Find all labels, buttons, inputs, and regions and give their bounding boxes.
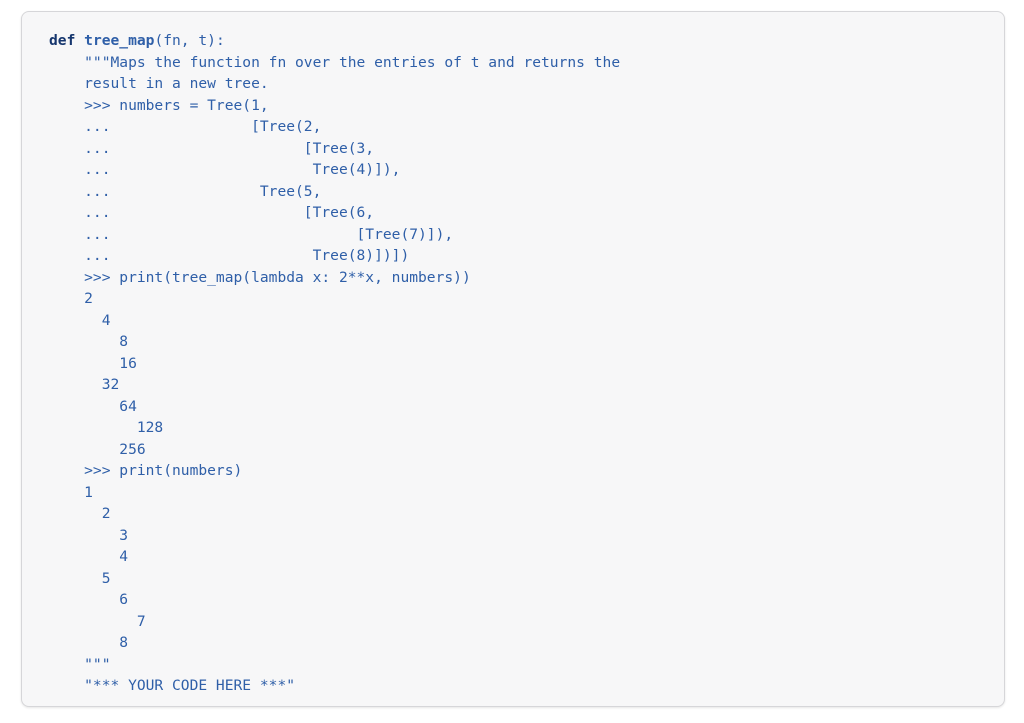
function-params: (fn, t): <box>154 32 225 49</box>
code-line: """Maps the function fn over the entries… <box>49 53 621 71</box>
code-line: """ <box>49 655 111 673</box>
code-line: >>> numbers = Tree(1, <box>49 96 269 114</box>
code-line: 2 <box>49 290 93 307</box>
code-line: 8 <box>49 333 129 350</box>
code-line: 64 <box>49 397 137 415</box>
code-line: ... Tree(5, <box>49 182 322 200</box>
code-line: 16 <box>49 354 137 372</box>
code-line: 5 <box>49 569 111 587</box>
code-block: def tree_map(fn, t): """Maps the functio… <box>49 30 998 700</box>
code-line: ... Tree(8)])]) <box>49 247 410 264</box>
code-line: "*** YOUR CODE HERE ***" <box>49 677 296 694</box>
code-line: 4 <box>49 548 129 565</box>
code-card: def tree_map(fn, t): """Maps the functio… <box>21 11 1005 707</box>
code-line: 1 <box>49 483 93 501</box>
code-line: 7 <box>49 612 146 630</box>
code-line: ... [Tree(7)]), <box>49 225 454 243</box>
code-line: 4 <box>49 311 111 329</box>
code-line: 3 <box>49 526 129 544</box>
keyword-def: def <box>49 32 76 49</box>
code-line: >>> print(tree_map(lambda x: 2**x, numbe… <box>49 268 471 286</box>
function-name: tree_map <box>84 32 155 49</box>
code-line: 8 <box>49 634 129 651</box>
code-line: ... [Tree(2, <box>49 118 322 135</box>
code-line: 2 <box>49 505 111 522</box>
code-line: 128 <box>49 419 164 436</box>
code-line: ... Tree(4)]), <box>49 161 401 178</box>
code-line: 32 <box>49 376 120 393</box>
code-line: 256 <box>49 440 146 458</box>
code-line: >>> print(numbers) <box>49 462 243 479</box>
code-line: result in a new tree. <box>49 75 269 92</box>
code-line: ... [Tree(3, <box>49 139 375 157</box>
code-line-signature: def tree_map(fn, t): <box>49 30 998 52</box>
code-line: 6 <box>49 591 129 608</box>
code-line: ... [Tree(6, <box>49 204 375 221</box>
